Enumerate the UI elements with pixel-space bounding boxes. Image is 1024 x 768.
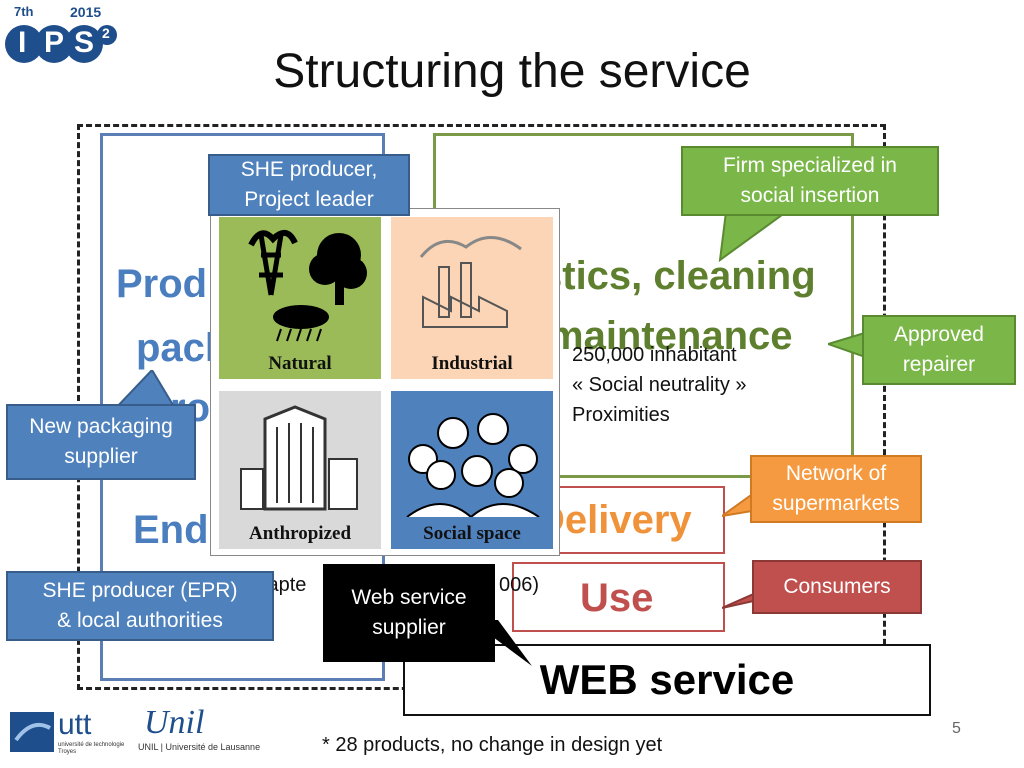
unil-subtext: UNIL | Université de Lausanne bbox=[138, 742, 261, 752]
right-line-2: maintenance bbox=[548, 314, 793, 358]
callout-web-line1: Web service bbox=[351, 585, 467, 609]
utt-subtext: université de technologie Troyes bbox=[58, 742, 125, 755]
callout-she-project-line1: SHE producer, bbox=[240, 157, 378, 181]
utt-text: utt bbox=[58, 708, 92, 741]
logo-edition: 7th bbox=[14, 4, 34, 19]
packaging-pointer-icon bbox=[112, 370, 178, 410]
ips-logo: 7th 2015 I P S 2 bbox=[4, 4, 120, 66]
quadrant-label-industrial: Industrial bbox=[431, 353, 513, 374]
logo-letter-p: P bbox=[44, 26, 65, 59]
callout-repairer-line2: repairer bbox=[902, 353, 976, 376]
callout-web-supplier: Web service supplier bbox=[323, 564, 495, 662]
callout-consumers: Consumers bbox=[752, 560, 922, 614]
people-icon bbox=[406, 413, 540, 517]
callout-firm-social-insertion: Firm specialized in social insertion bbox=[681, 146, 939, 216]
adapted-caption-right: 006) bbox=[499, 574, 540, 596]
callout-packaging-line2: supplier bbox=[64, 445, 138, 468]
unil-logo: Unil UNIL | Université de Lausanne bbox=[138, 704, 268, 756]
logo-superscript: 2 bbox=[102, 25, 110, 41]
building-icon bbox=[240, 405, 358, 511]
callout-firm-line2: social insertion bbox=[740, 184, 880, 207]
quadrant-social: Social space bbox=[391, 391, 553, 549]
footnote: * 28 products, no change in design yet bbox=[322, 734, 663, 756]
logo-year: 2015 bbox=[70, 4, 102, 20]
use-box: Use bbox=[512, 562, 725, 632]
logo-letters: I P S bbox=[4, 22, 104, 66]
unil-text: Unil bbox=[144, 704, 205, 741]
logo-circles-icon bbox=[5, 25, 117, 63]
repairer-pointer-icon bbox=[828, 330, 868, 360]
consumers-pointer-icon bbox=[722, 590, 758, 609]
quadrant-label-anthropized: Anthropized bbox=[248, 523, 352, 544]
detail-line-2: « Social neutrality » bbox=[572, 374, 747, 396]
supermarket-pointer-icon bbox=[722, 488, 758, 517]
callout-firm-line1: Firm specialized in bbox=[723, 153, 897, 177]
right-line-1: stics, cleaning bbox=[540, 254, 816, 298]
use-label: Use bbox=[580, 576, 654, 620]
callout-network-supermarkets: Network of supermarkets bbox=[750, 455, 922, 523]
firm-pointer-icon bbox=[718, 212, 788, 262]
callout-network-line2: supermarkets bbox=[772, 492, 900, 515]
slide-title: Structuring the service bbox=[273, 45, 751, 98]
tree-icon bbox=[248, 230, 367, 342]
logo-letter-i: I bbox=[18, 26, 27, 59]
factory-icon bbox=[419, 236, 522, 328]
quadrant-label-social: Social space bbox=[423, 523, 521, 544]
callout-approved-repairer: Approved repairer bbox=[862, 315, 1016, 385]
quadrant-natural: Natural bbox=[219, 217, 381, 379]
page-number: 5 bbox=[952, 720, 961, 737]
web-service-box: WEB service bbox=[403, 644, 931, 716]
callout-repairer-line1: Approved bbox=[894, 322, 984, 346]
callout-she-epr-line1: SHE producer (EPR) bbox=[42, 578, 238, 602]
delivery-label: Delivery bbox=[536, 498, 692, 542]
callout-she-epr-line2: & local authorities bbox=[57, 609, 223, 632]
detail-line-1: 250,000 inhabitant bbox=[572, 344, 737, 366]
quadrant-industrial: Industrial bbox=[391, 217, 553, 379]
logo-letter-s: S bbox=[74, 26, 95, 59]
detail-line-3: Proximities bbox=[572, 404, 670, 426]
utt-logo: utt université de technologie Troyes bbox=[10, 708, 130, 756]
environment-quadrants: Natural Industrial Anthropized bbox=[210, 208, 560, 556]
callout-new-packaging: New packaging supplier bbox=[6, 404, 196, 480]
end-label: End- bbox=[133, 508, 222, 552]
quadrant-anthropized: Anthropized bbox=[219, 391, 381, 549]
callout-packaging-line1: New packaging bbox=[29, 414, 173, 438]
callout-she-epr: SHE producer (EPR) & local authorities bbox=[6, 571, 274, 641]
callout-web-line2: supplier bbox=[372, 616, 446, 639]
quadrant-label-natural: Natural bbox=[268, 353, 332, 374]
left-line-1: Prod bbox=[116, 262, 208, 306]
callout-she-project-leader: SHE producer, Project leader bbox=[208, 154, 410, 216]
callout-network-line1: Network of bbox=[785, 461, 887, 485]
callout-she-project-line2: Project leader bbox=[244, 188, 374, 211]
utt-mark-icon bbox=[10, 712, 54, 752]
